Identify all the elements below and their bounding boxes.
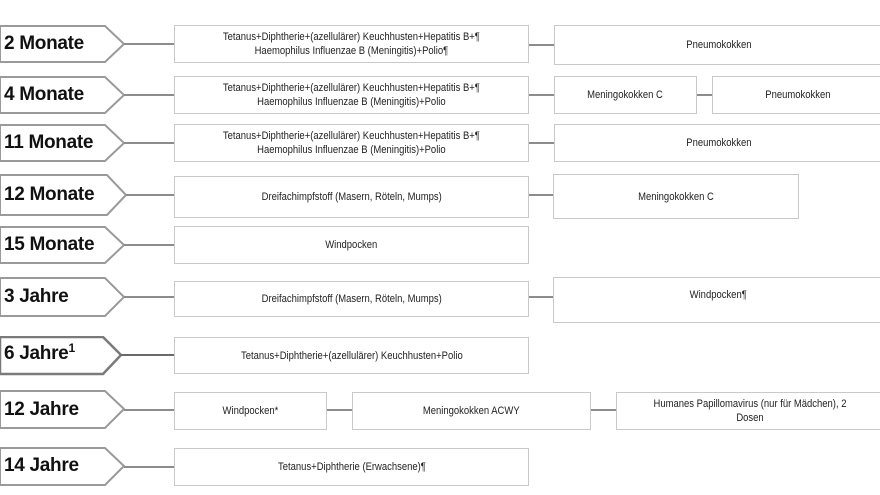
age-label: 12 Monate <box>4 184 95 205</box>
connector-line <box>124 142 174 144</box>
connector-line <box>124 296 174 298</box>
connector-line <box>124 466 174 468</box>
vaccine-box: Windpocken¶ <box>553 277 880 323</box>
schedule-row-14-jahre: 14 Jahre Tetanus+Diphtherie (Erwachsene)… <box>0 447 880 489</box>
age-footnote-marker: 1 <box>68 341 75 355</box>
connector-line <box>124 94 174 96</box>
age-label: 6 Jahre1 <box>4 341 75 364</box>
connector-line <box>126 194 174 196</box>
age-label: 4 Monate <box>4 84 84 105</box>
schedule-row-11-monate: 11 Monate Tetanus+Diphtherie+(azelluläre… <box>0 124 880 166</box>
vaccine-box: Pneumokokken <box>554 124 880 162</box>
age-arrow-shape <box>0 336 123 376</box>
connector-line <box>121 354 174 356</box>
vaccine-box: Tetanus+Diphtherie+(azellulärer) Keuchhu… <box>174 76 529 114</box>
vaccine-box: Tetanus+Diphtherie (Erwachsene)¶ <box>174 448 529 486</box>
vaccine-box: Dreifachimpfstoff (Masern, Röteln, Mumps… <box>174 176 529 218</box>
vaccine-box: Dreifachimpfstoff (Masern, Röteln, Mumps… <box>174 281 529 317</box>
vaccine-box: Meningokokken C <box>553 174 799 219</box>
vaccine-box: Pneumokokken <box>554 25 880 65</box>
vaccine-box: Pneumokokken <box>712 76 880 114</box>
vaccine-box: Tetanus+Diphtherie+(azellulärer) Keuchhu… <box>174 25 529 63</box>
connector-line <box>529 142 554 144</box>
connector-line <box>529 296 553 298</box>
age-arrow-shape <box>0 124 126 162</box>
age-label: 2 Monate <box>4 33 84 54</box>
vaccine-box: Tetanus+Diphtherie+(azellulärer) Keuchhu… <box>174 337 529 374</box>
age-arrow-shape <box>0 277 126 317</box>
vaccine-box: Windpocken <box>174 226 529 264</box>
schedule-row-6-jahre: 6 Jahre1 Tetanus+Diphtherie+(azellulärer… <box>0 336 880 376</box>
schedule-row-2-monate: 2 Monate Tetanus+Diphtherie+(azellulärer… <box>0 25 880 67</box>
schedule-row-3-jahre: 3 Jahre Dreifachimpfstoff (Masern, Rötel… <box>0 277 880 325</box>
connector-line <box>697 94 712 96</box>
age-arrow-shape <box>0 390 126 429</box>
connector-line <box>124 244 174 246</box>
connector-line <box>327 409 352 411</box>
schedule-row-4-monate: 4 Monate Tetanus+Diphtherie+(azellulärer… <box>0 76 880 118</box>
age-label: 15 Monate <box>4 234 95 255</box>
age-arrow-shape <box>0 447 126 486</box>
age-arrow-shape <box>0 25 126 63</box>
connector-line <box>529 94 554 96</box>
connector-line <box>124 43 174 45</box>
age-arrow-shape <box>0 174 128 216</box>
schedule-row-15-monate: 15 Monate Windpocken <box>0 226 880 266</box>
age-arrow-shape <box>0 226 126 264</box>
vaccine-box: Windpocken* <box>174 392 327 430</box>
connector-line <box>124 409 174 411</box>
vaccine-box: Humanes Papillomavirus (nur für Mädchen)… <box>616 392 880 430</box>
schedule-row-12-jahre: 12 Jahre Windpocken* Meningokokken ACWY … <box>0 390 880 432</box>
connector-line <box>529 44 554 46</box>
age-label: 14 Jahre <box>4 455 79 476</box>
schedule-row-12-monate: 12 Monate Dreifachimpfstoff (Masern, Röt… <box>0 174 880 220</box>
connector-line <box>529 194 553 196</box>
vaccine-box: Meningokokken ACWY <box>352 392 591 430</box>
vaccine-box: Tetanus+Diphtherie+(azellulärer) Keuchhu… <box>174 124 529 162</box>
age-label: 3 Jahre <box>4 286 69 307</box>
age-label: 12 Jahre <box>4 399 79 420</box>
connector-line <box>591 409 616 411</box>
vaccine-box: Meningokokken C <box>554 76 697 114</box>
age-arrow-shape <box>0 76 126 114</box>
age-label: 11 Monate <box>4 132 94 153</box>
